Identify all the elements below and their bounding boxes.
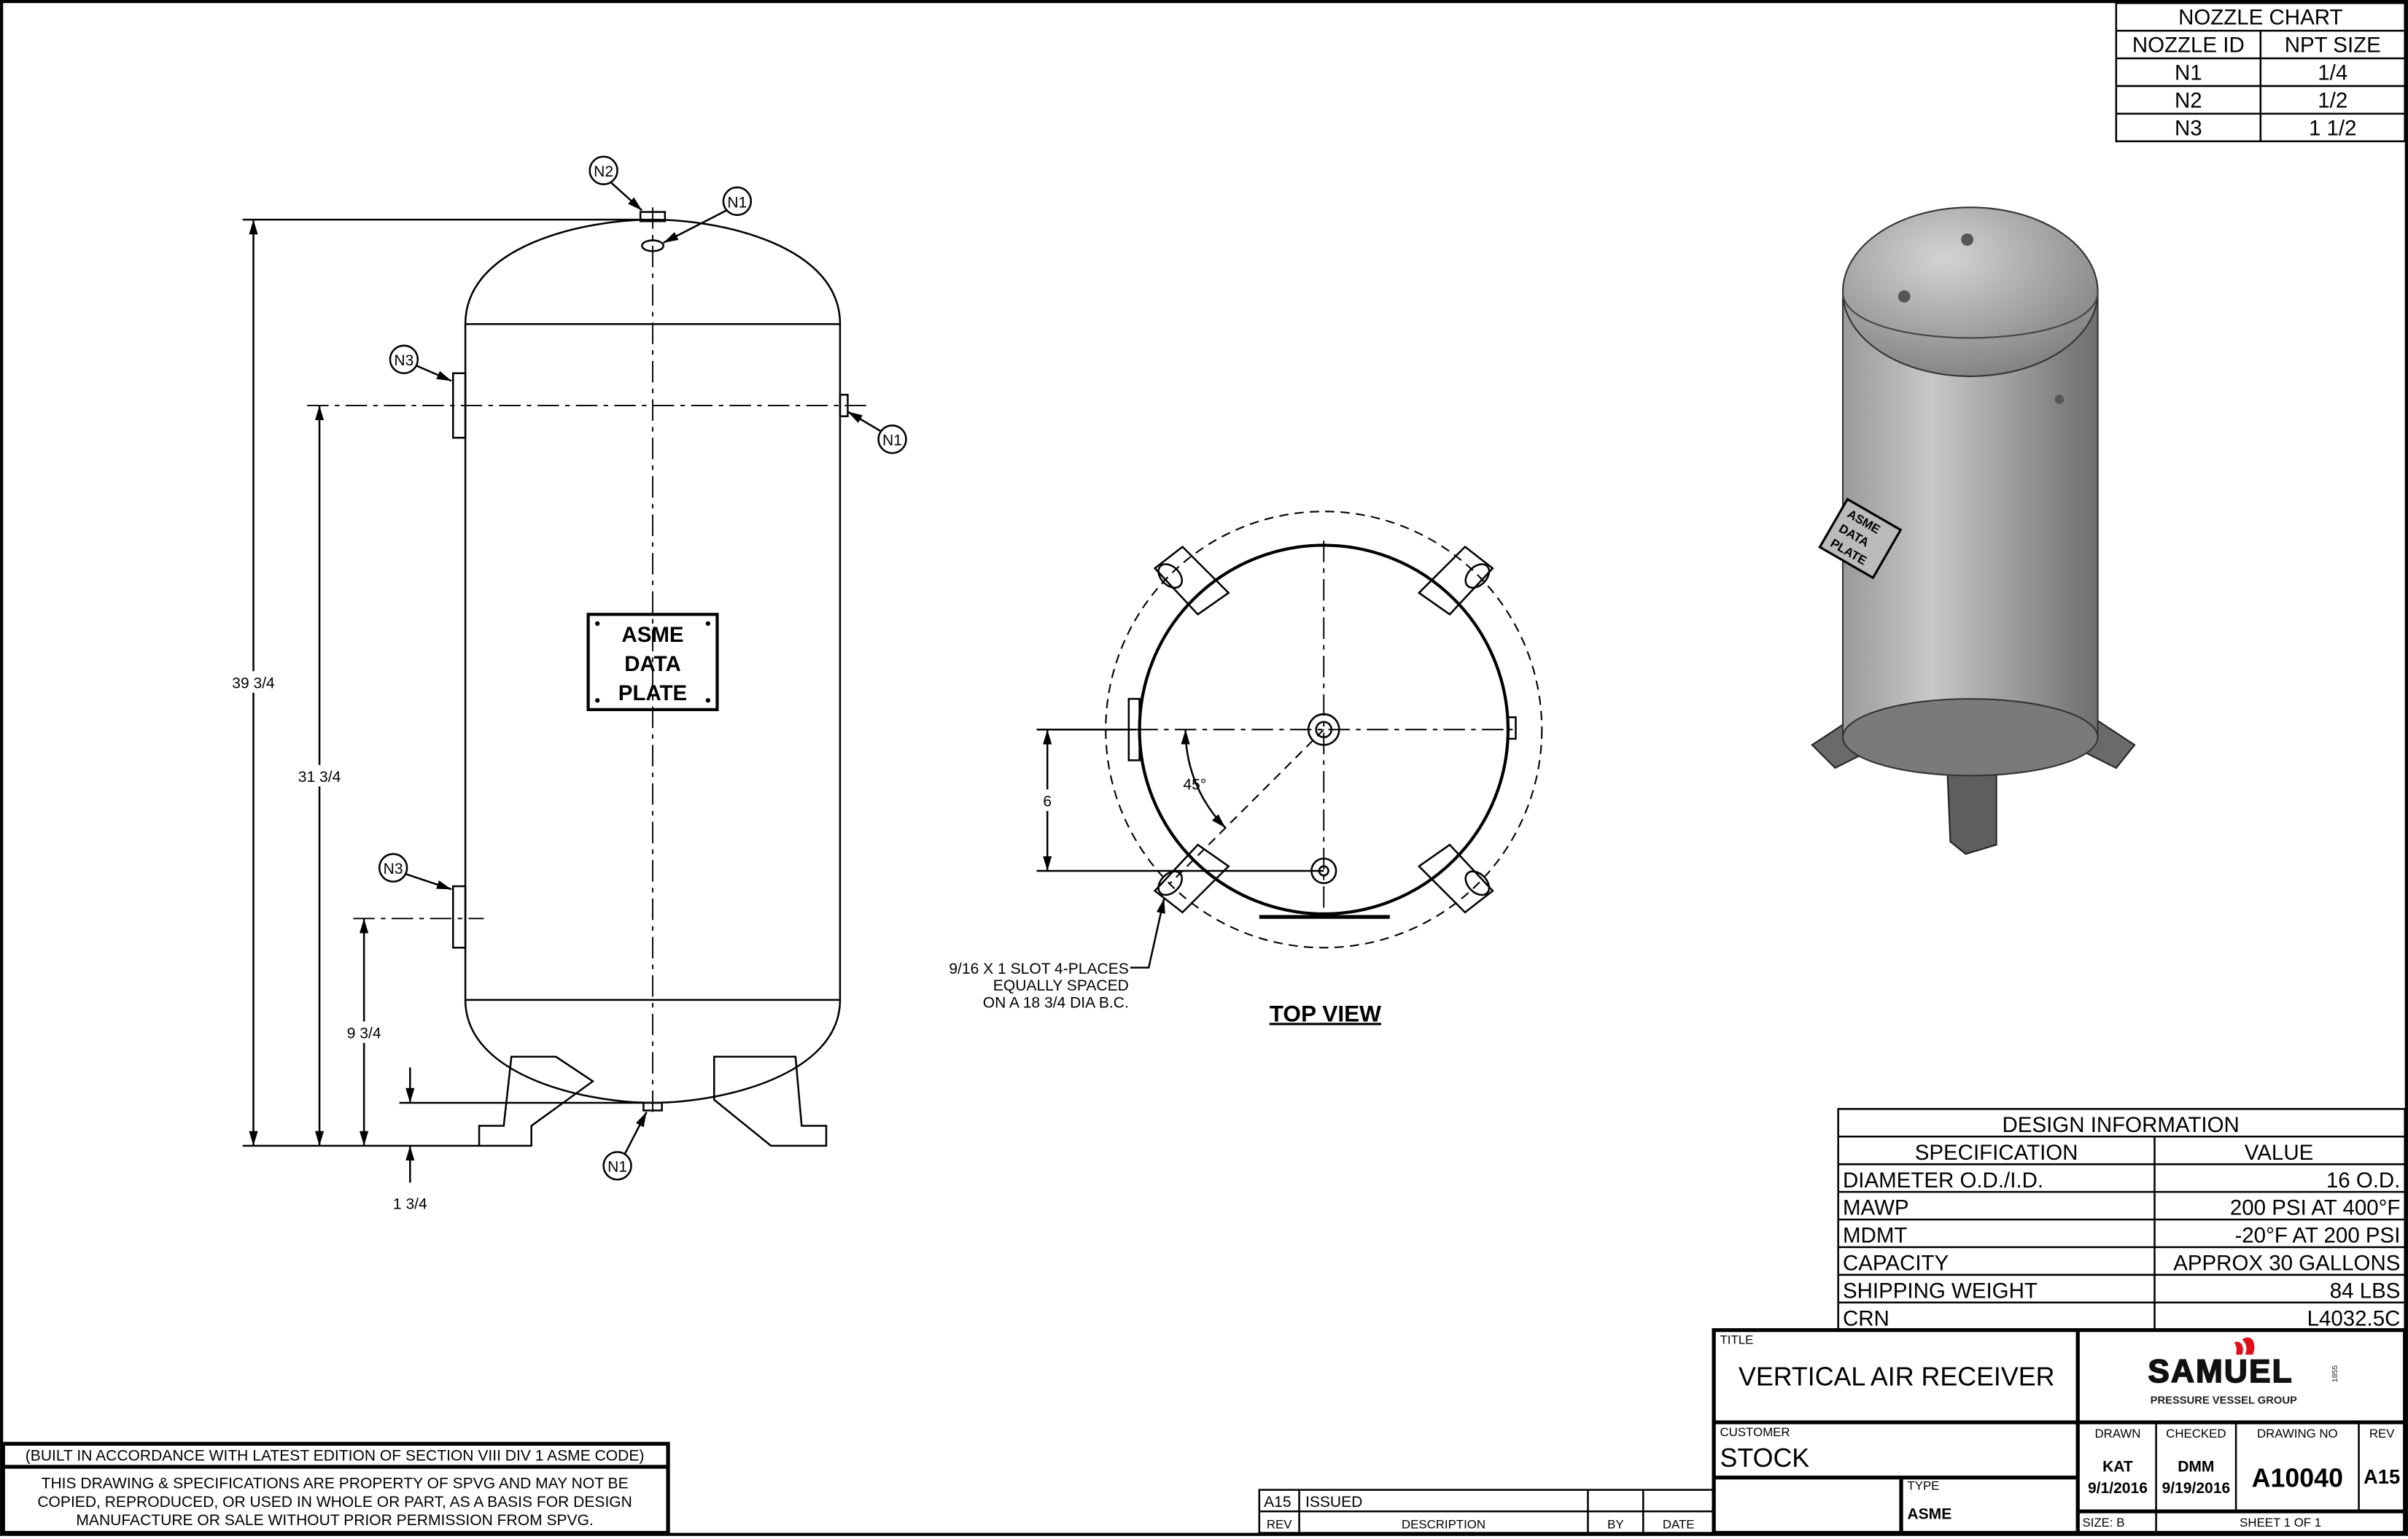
by-header: BY (1607, 1517, 1623, 1531)
npt-size: 1/4 (2318, 61, 2347, 85)
company-logo: SAMUEL PRESSURE VESSEL GROUP 1855 (2148, 1337, 2339, 1407)
dim-upper-nozzle: 31 3/4 (298, 769, 341, 786)
property-note: MANUFACTURE OR SALE WITHOUT PRIOR PERMIS… (76, 1512, 593, 1529)
header-value: VALUE (2245, 1141, 2313, 1165)
header-specification: SPECIFICATION (1915, 1141, 2078, 1165)
slot-note: ON A 18 3/4 DIA B.C. (983, 994, 1129, 1011)
rev-header: REV (1267, 1517, 1292, 1531)
data-plate-line: ASME (621, 623, 683, 647)
isometric-view: ASME DATA PLATE (1811, 206, 2136, 855)
data-plate-line: DATA (624, 652, 680, 676)
slot-note: EQUALLY SPACED (993, 977, 1129, 994)
drawing-title: VERTICAL AIR RECEIVER (1739, 1362, 2054, 1391)
revision-block: A15 ISSUED REV DESCRIPTION BY DATE (1258, 1489, 1715, 1534)
angle-label: 45° (1183, 776, 1206, 793)
spec-name: SHIPPING WEIGHT (1843, 1279, 2038, 1303)
leg-left (478, 1055, 595, 1147)
slot-note: 9/16 X 1 SLOT 4-PLACES (949, 961, 1128, 977)
dim-bottom: 1 3/4 (393, 1195, 427, 1212)
logo-name: SAMUEL (2148, 1354, 2293, 1389)
nozzle-id: N2 (2175, 88, 2202, 112)
customer-label: CUSTOMER (1720, 1425, 1790, 1439)
design-info-title: DESIGN INFORMATION (2003, 1113, 2240, 1137)
tag-n3: N3 (394, 352, 413, 369)
spec-value: -20°F AT 200 PSI (2234, 1224, 2400, 1248)
nozzle-n3-lower (452, 885, 467, 949)
code-note: (BUILT IN ACCORDANCE WITH LATEST EDITION… (26, 1448, 645, 1465)
spec-value: L4032.5C (2307, 1306, 2401, 1330)
type-label: TYPE (1907, 1479, 1939, 1493)
title-label: TITLE (1720, 1333, 1754, 1347)
tag-n1: N1 (727, 194, 747, 211)
logo-subtitle: PRESSURE VESSEL GROUP (2151, 1395, 2297, 1407)
checked-date: 9/19/2016 (2162, 1480, 2231, 1497)
rev-description: ISSUED (1305, 1494, 1362, 1511)
drawing-no-label: DRAWING NO (2257, 1427, 2338, 1441)
leg-right (712, 1055, 828, 1147)
nozzle-chart-title: NOZZLE CHART (2178, 6, 2342, 30)
rev-label: REV (2369, 1427, 2395, 1441)
date-header: DATE (1663, 1517, 1695, 1531)
npt-size: 1/2 (2318, 88, 2347, 112)
drawn-by: KAT (2102, 1458, 2133, 1475)
customer-value: STOCK (1720, 1443, 1810, 1473)
rev-entry: A15 (1264, 1494, 1291, 1511)
notes-block: (BUILT IN ACCORDANCE WITH LATEST EDITION… (1, 1441, 670, 1535)
sheet-label: SHEET 1 OF 1 (2240, 1516, 2321, 1530)
spec-value: APPROX 30 GALLONS (2173, 1251, 2400, 1275)
spec-name: CAPACITY (1843, 1251, 1949, 1275)
title-block: TITLE VERTICAL AIR RECEIVER CUSTOMER STO… (1712, 1327, 2407, 1535)
nozzle-n2 (639, 211, 667, 222)
logo-year: 1855 (2331, 1365, 2339, 1383)
data-plate-line: PLATE (618, 681, 687, 705)
tag-n2: N2 (594, 163, 613, 180)
nozzle-chart: NOZZLE CHART NOZZLE ID NPT SIZE N1 1/4 N… (2115, 1, 2406, 142)
side-view: N2 N1 N3 N1 N3 N1 ASME DATA PLATE 39 3/4… (227, 155, 907, 1212)
tag-n1: N1 (607, 1159, 627, 1176)
nozzle-id: N3 (2175, 116, 2202, 140)
dim-lower-nozzle: 9 3/4 (347, 1026, 381, 1042)
dim-overall: 39 3/4 (232, 675, 275, 691)
top-view-label: TOP VIEW (1270, 1000, 1381, 1026)
drawn-label: DRAWN (2094, 1427, 2140, 1441)
rev-value: A15 (2364, 1465, 2400, 1488)
drawn-date: 9/1/2016 (2088, 1480, 2148, 1497)
nozzle-n1-side (839, 393, 849, 417)
spec-value: 84 LBS (2330, 1279, 2401, 1303)
top-view: 45° 6 9/16 X 1 SLOT 4-PLACES EQUALLY SPA… (949, 511, 1543, 1026)
nozzle-n1-top (641, 239, 665, 252)
property-note: THIS DRAWING & SPECIFICATIONS ARE PROPER… (42, 1476, 629, 1492)
size-label: SIZE: B (2083, 1516, 2125, 1530)
spec-value: 200 PSI AT 400°F (2230, 1196, 2401, 1220)
checked-label: CHECKED (2166, 1427, 2226, 1441)
tag-n1: N1 (882, 433, 902, 449)
checked-by: DMM (2178, 1458, 2214, 1475)
design-info-table: DESIGN INFORMATION SPECIFICATION VALUE D… (1837, 1108, 2406, 1331)
offset-dim: 6 (1043, 794, 1052, 810)
description-header: DESCRIPTION (1402, 1517, 1485, 1531)
spec-value: 16 O.D. (2326, 1168, 2401, 1193)
nozzle-n3-upper (452, 372, 467, 439)
header-npt-size: NPT SIZE (2285, 34, 2381, 58)
header-nozzle-id: NOZZLE ID (2132, 34, 2245, 58)
data-plate (586, 613, 719, 711)
nozzle-n1-bottom (642, 1101, 663, 1112)
spec-name: CRN (1843, 1306, 1889, 1330)
property-note: COPIED, REPRODUCED, OR USED IN WHOLE OR … (37, 1494, 632, 1511)
type-value: ASME (1907, 1506, 1951, 1523)
spec-name: DIAMETER O.D./I.D. (1843, 1168, 2043, 1193)
spec-name: MDMT (1843, 1224, 1907, 1248)
tag-n3: N3 (384, 861, 403, 877)
spec-name: MAWP (1843, 1196, 1909, 1220)
npt-size: 1 1/2 (2309, 116, 2357, 140)
drawing-no: A10040 (2252, 1463, 2343, 1492)
nozzle-id: N1 (2175, 61, 2202, 85)
